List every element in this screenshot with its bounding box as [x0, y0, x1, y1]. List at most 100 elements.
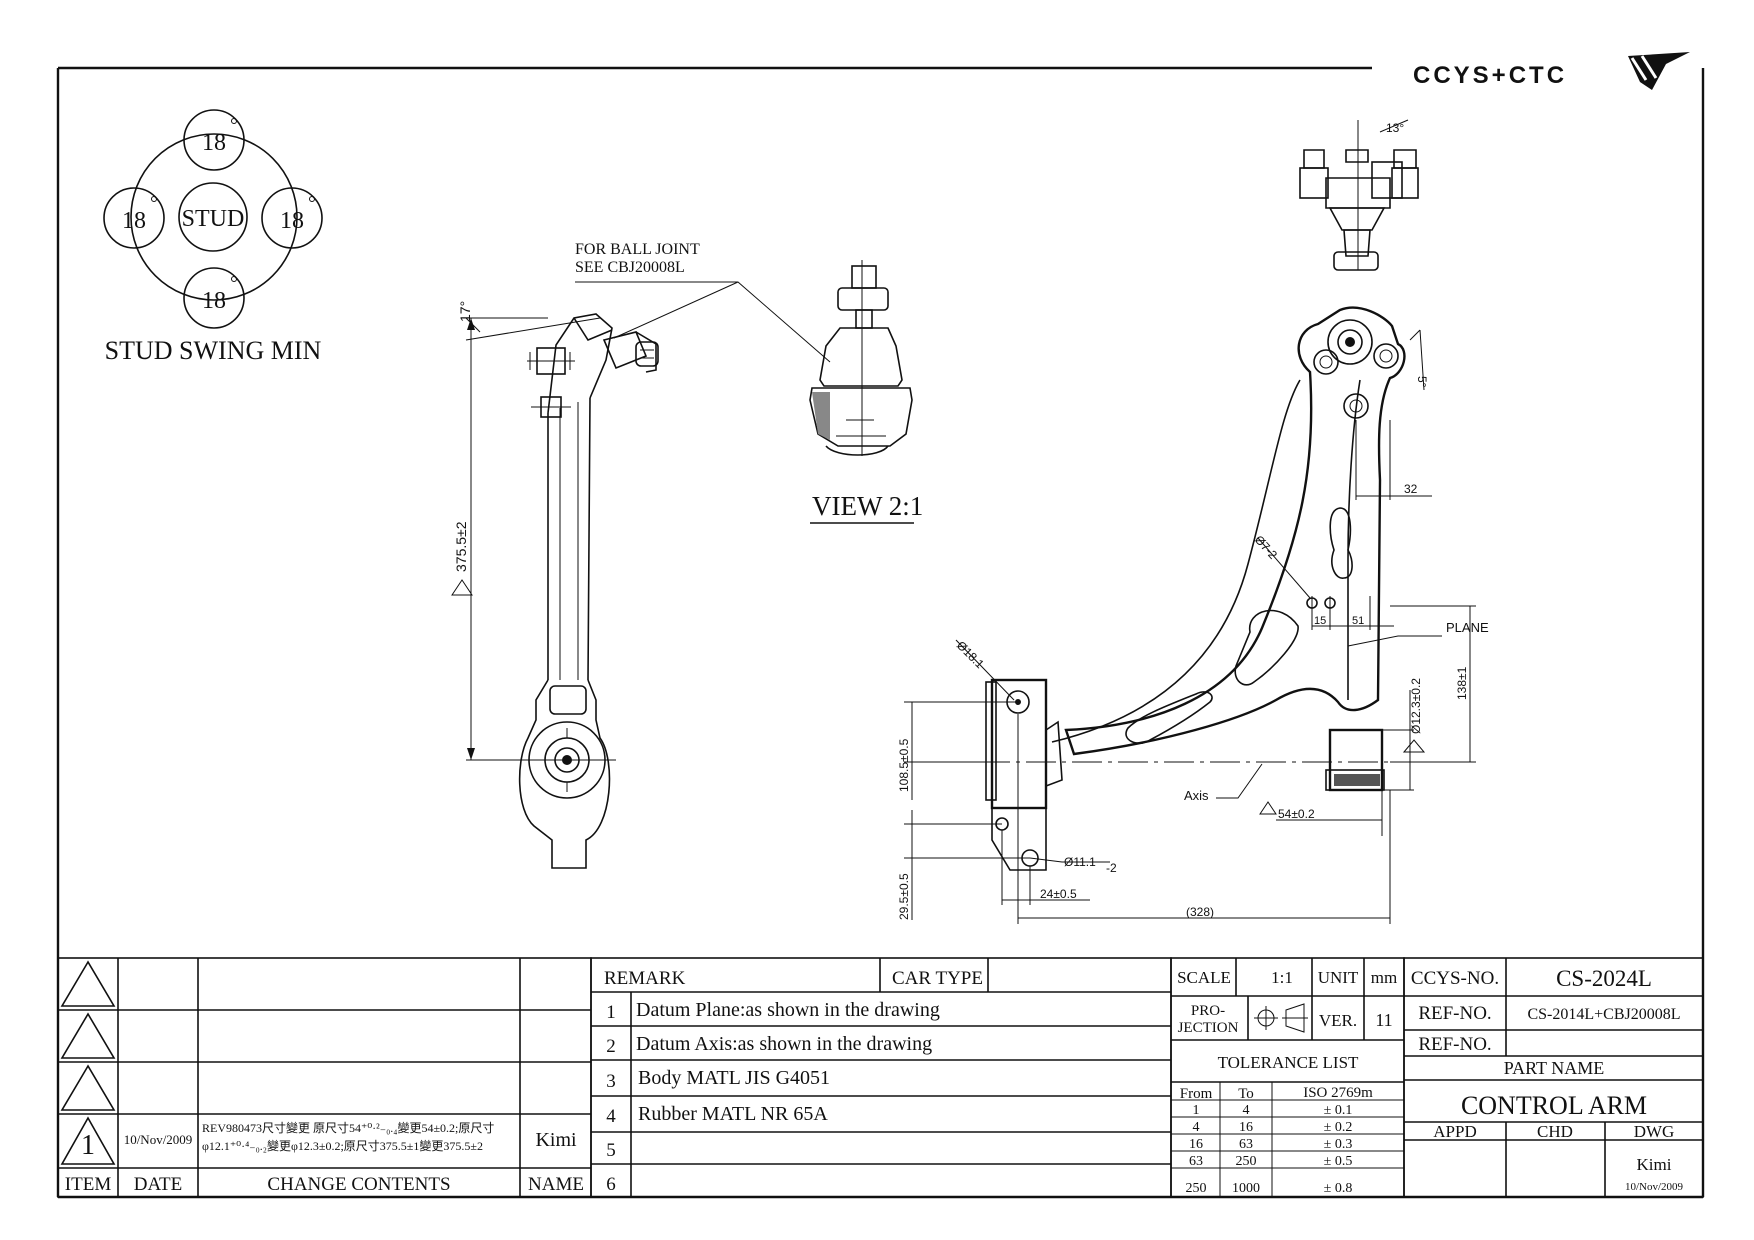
remarks-table: REMARK CAR TYPE 1 Datum Plane:as shown i…	[590, 957, 1172, 1198]
dim-24: 24±0.5	[1040, 887, 1077, 901]
dim-plane: PLANE	[1446, 620, 1489, 635]
revision-table: 1 10/Nov/2009 REV980473尺寸變更 原尺寸54⁺⁰·²₋₀.…	[57, 957, 592, 1198]
remark-4-text: Rubber MATL NR 65A	[638, 1103, 828, 1125]
header-name: NAME	[528, 1174, 584, 1195]
stud-label: STUD	[182, 206, 245, 232]
dim-phi7: Ø7-2	[1252, 533, 1280, 562]
rev1-name: Kimi	[535, 1129, 577, 1151]
tolerance-title: TOLERANCE LIST	[1218, 1053, 1359, 1072]
tol-row-4-to: 250	[1236, 1154, 1257, 1169]
tol-row-2-from: 4	[1193, 1120, 1200, 1135]
ccys-no-value: CS-2024L	[1556, 966, 1652, 991]
tol-row-5-from: 250	[1186, 1181, 1207, 1196]
rev1-date: 10/Nov/2009	[124, 1132, 193, 1147]
tol-row-4-from: 63	[1189, 1154, 1203, 1169]
part-name: CONTROL ARM	[1461, 1091, 1647, 1120]
swing-top-value: 18	[202, 130, 226, 156]
swing-bottom-value: 18	[202, 288, 226, 314]
dwg-date: 10/Nov/2009	[1625, 1181, 1684, 1193]
view-label: VIEW 2:1	[812, 491, 923, 521]
chd-label: CHD	[1537, 1122, 1573, 1141]
dim-phi111: Ø11.1	[1064, 855, 1096, 869]
remark-6-no: 6	[606, 1174, 616, 1195]
dim-phi111-suffix: -2	[1106, 861, 1117, 875]
tol-header-iso: ISO 2769m	[1303, 1085, 1373, 1101]
projection-label-2: JECTION	[1178, 1020, 1239, 1036]
appd-label: APPD	[1433, 1122, 1476, 1141]
dwg-name: Kimi	[1637, 1155, 1672, 1174]
dim-15: 15	[1314, 615, 1326, 627]
ref-no-value: CS-2014L+CBJ20008L	[1527, 1006, 1680, 1023]
tol-header-from: From	[1180, 1086, 1213, 1102]
tol-row-1-from: 1	[1193, 1103, 1200, 1118]
swing-right-value: 18	[280, 208, 304, 234]
callout-ball-joint: FOR BALL JOINT	[575, 241, 700, 258]
tol-row-5-to: 1000	[1232, 1181, 1260, 1196]
dim-108: 108.5±0.5	[897, 738, 911, 792]
scale-value: 1:1	[1271, 968, 1293, 987]
callout-ball-joint-ref: SEE CBJ20008L	[575, 259, 685, 276]
unit-value: mm	[1371, 968, 1397, 987]
car-type-label: CAR TYPE	[892, 968, 983, 989]
dim-top-angle: 13°	[1386, 121, 1404, 135]
ccys-no-label: CCYS-NO.	[1411, 968, 1499, 989]
ball-joint-detail-view: VIEW 2:1	[809, 260, 923, 524]
tol-row-3-to: 63	[1239, 1137, 1253, 1152]
dim-right-angle: 5°	[1415, 376, 1429, 388]
stud-swing-diagram: STUD 18 18 18 18 STUD SWING MIN	[103, 109, 323, 365]
ver-value: 11	[1375, 1010, 1392, 1030]
brand-emblem-icon	[1628, 52, 1690, 90]
dim-138: 138±1	[1455, 666, 1469, 700]
remark-4-no: 4	[606, 1106, 616, 1127]
tol-header-to: To	[1238, 1086, 1254, 1102]
control-arm-view	[980, 306, 1406, 871]
remark-5-no: 5	[606, 1140, 616, 1161]
dwg-label: DWG	[1634, 1122, 1675, 1141]
dim-axis: Axis	[1184, 788, 1209, 803]
dim-29: 29.5±0.5	[897, 873, 911, 920]
tol-row-2-to: 16	[1239, 1120, 1253, 1135]
tol-row-5-value: ± 0.8	[1324, 1181, 1353, 1196]
tol-row-3-value: ± 0.3	[1324, 1137, 1353, 1152]
remark-3-text: Body MATL JIS G4051	[638, 1067, 830, 1089]
header-date: DATE	[134, 1174, 183, 1195]
ref-no-2-label: REF-NO.	[1418, 1034, 1491, 1055]
tol-row-1-value: ± 0.1	[1324, 1103, 1353, 1118]
side-view: 17° 375.5±2	[451, 301, 659, 869]
title-block: CCYS-NO. CS-2024L REF-NO. CS-2014L+CBJ20…	[1403, 957, 1704, 1198]
ball-joint-callout: FOR BALL JOINT SEE CBJ20008L	[575, 241, 831, 363]
stud-swing-title: STUD SWING MIN	[105, 336, 322, 365]
scale-label: SCALE	[1177, 968, 1231, 987]
tol-row-3-from: 16	[1189, 1137, 1203, 1152]
ref-no-label: REF-NO.	[1418, 1003, 1491, 1024]
tol-row-4-value: ± 0.5	[1324, 1154, 1353, 1169]
remark-2-text: Datum Axis:as shown in the drawing	[636, 1033, 932, 1055]
dim-54: 54±0.2	[1278, 807, 1315, 821]
projection-label-1: PRO-	[1191, 1003, 1225, 1019]
remark-1-no: 1	[606, 1002, 616, 1023]
dim-32: 32	[1404, 482, 1418, 496]
swing-left-value: 18	[122, 208, 146, 234]
tol-row-2-value: ± 0.2	[1324, 1120, 1353, 1135]
part-name-label: PART NAME	[1504, 1058, 1604, 1078]
tol-row-1-to: 4	[1243, 1103, 1250, 1118]
remark-3-no: 3	[606, 1071, 616, 1092]
dim-side-length: 375.5±2	[453, 521, 469, 572]
control-arm-dimensions: 5° 32 Ø7-2 15 51 PLANE Ø18.1 Ø12.3±0.2 1…	[897, 329, 1489, 924]
ver-label: VER.	[1319, 1011, 1357, 1030]
dim-side-angle: 17°	[457, 301, 473, 322]
dim-51: 51	[1352, 615, 1364, 627]
specs-block: SCALE 1:1 UNIT mm PRO- JECTION VER. 11 T…	[1170, 957, 1405, 1198]
brand-logo-text: CCYS+CTC	[1413, 62, 1567, 89]
brand-logo: CCYS+CTC	[1413, 52, 1690, 90]
rev1-change-line1: REV980473尺寸變更 原尺寸54⁺⁰·²₋₀.₄變更54±0.2;原尺寸	[202, 1120, 494, 1135]
projection-symbol-icon	[1254, 1003, 1308, 1033]
header-item: ITEM	[65, 1174, 112, 1195]
rev1-change-line2: φ12.1⁺⁰·⁴₋₀.₂變更φ12.3±0.2;原尺寸375.5±1變更375…	[202, 1138, 483, 1153]
remark-2-no: 2	[606, 1036, 616, 1057]
rev1-item: 1	[81, 1130, 95, 1161]
top-view: 13°	[1299, 119, 1419, 271]
remark-title: REMARK	[604, 968, 686, 989]
dim-328: (328)	[1186, 905, 1214, 919]
